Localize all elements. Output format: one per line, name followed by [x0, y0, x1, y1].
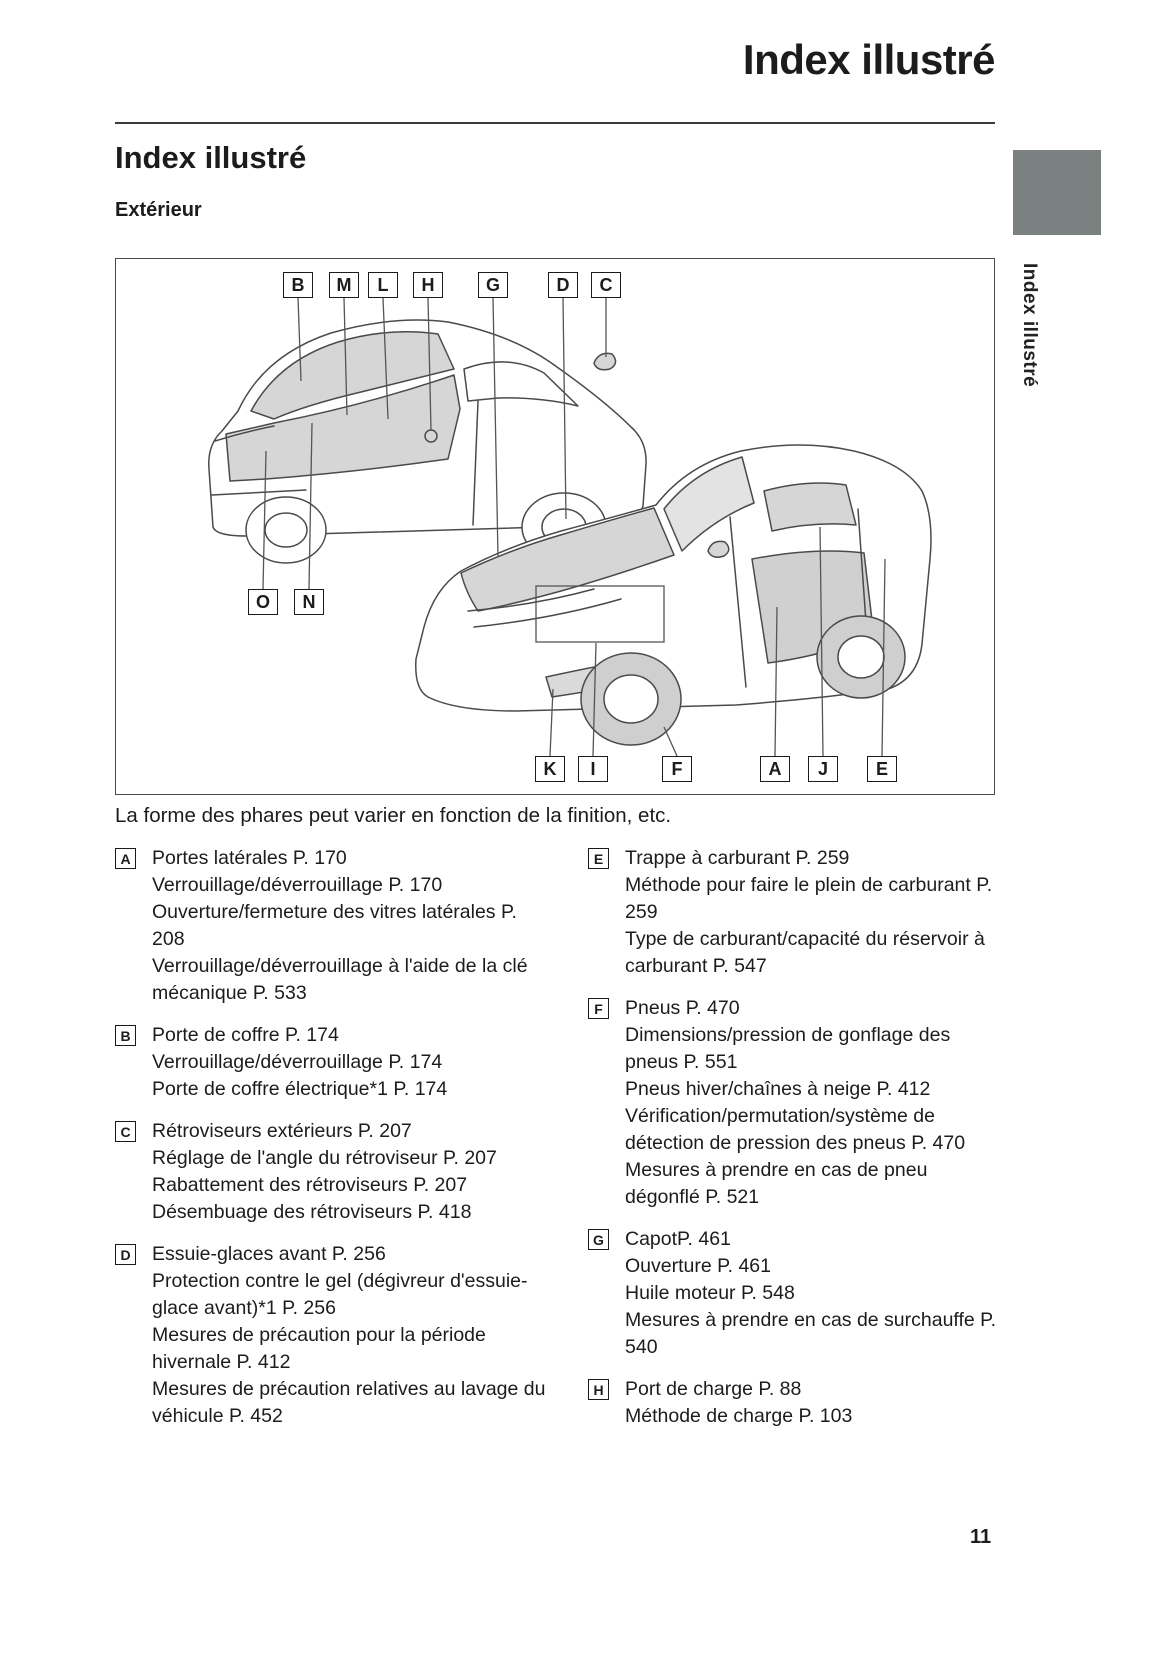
callout-label-e: E — [867, 756, 897, 782]
subsection-title: Extérieur — [115, 199, 202, 221]
letter-badge: H — [588, 1379, 609, 1400]
callout-label-g: G — [478, 272, 508, 298]
header-rule — [115, 122, 995, 124]
index-item: Vérification/permutation/système de déte… — [625, 1105, 966, 1154]
callout-label-f: F — [662, 756, 692, 782]
callout-label-d: D — [548, 272, 578, 298]
index-item: Porte de coffre électrique*1 P. 174 — [152, 1078, 448, 1100]
index-item: Méthode de charge P. 103 — [625, 1405, 853, 1427]
letter-badge: C — [115, 1121, 136, 1142]
section-title: Index illustré — [115, 140, 307, 175]
callout-label-o: O — [248, 589, 278, 615]
callout-label-j: J — [808, 756, 838, 782]
index-item: Verrouillage/déverrouillage à l'aide de … — [152, 955, 528, 1004]
page-header-title: Index illustré — [742, 36, 996, 83]
letter-badge: E — [588, 848, 609, 869]
callout-label-b: B — [283, 272, 313, 298]
index-item: Dimensions/pression de gonflage des pneu… — [625, 1024, 951, 1073]
diagram-caption: La forme des phares peut varier en fonct… — [115, 804, 672, 827]
index-item: Rabattement des rétroviseurs P. 207 — [152, 1174, 468, 1196]
callout-label-m: M — [329, 272, 359, 298]
callout-label-k: K — [535, 756, 565, 782]
callout-label-n: N — [294, 589, 324, 615]
index-item: Trappe à carburant P. 259 — [625, 847, 850, 869]
car-illustration — [208, 297, 932, 757]
index-item: Mesures à prendre en cas de surchauffe P… — [625, 1309, 997, 1358]
chapter-tab-label: Index illustré — [1019, 263, 1040, 388]
exterior-diagram-frame: B M L H G D C O N K I F A J E — [115, 258, 995, 795]
letter-badge: G — [588, 1229, 609, 1250]
index-item: Portes latérales P. 170 — [152, 847, 347, 869]
callout-label-i: I — [578, 756, 608, 782]
letter-badge: B — [115, 1025, 136, 1046]
index-item: Huile moteur P. 548 — [625, 1282, 795, 1304]
letter-badge: F — [588, 998, 609, 1019]
letter-badge: A — [115, 848, 136, 869]
index-entry-h: H Port de charge P. 88 Méthode de charge P… — [588, 1376, 998, 1430]
index-item: Pneus P. 470 — [625, 997, 740, 1019]
letter-badge: D — [115, 1244, 136, 1265]
index-item: Réglage de l'angle du rétroviseur P. 207 — [152, 1147, 497, 1169]
index-item: Type de carburant/capacité du réservoir … — [625, 928, 985, 977]
callout-label-c: C — [591, 272, 621, 298]
index-item: Porte de coffre P. 174 — [152, 1024, 339, 1046]
index-item: Rétroviseurs extérieurs P. 207 — [152, 1120, 412, 1142]
callout-label-h: H — [413, 272, 443, 298]
index-item: Verrouillage/déverrouillage P. 174 — [152, 1051, 443, 1073]
index-item: Mesures de précaution pour la période hi… — [152, 1324, 486, 1373]
index-item: Port de charge P. 88 — [625, 1378, 802, 1400]
index-item: Essuie-glaces avant P. 256 — [152, 1243, 386, 1265]
entry-items: Port de charge P. 88 Méthode de charge P.… — [625, 1376, 998, 1430]
chapter-tab-marker — [1013, 150, 1101, 235]
callout-label-a: A — [760, 756, 790, 782]
index-item: Méthode pour faire le plein de carburant… — [625, 874, 993, 923]
index-item: Ouverture/fermeture des vitres latérales… — [152, 901, 517, 950]
index-item: Désembuage des rétroviseurs P. 418 — [152, 1201, 472, 1223]
index-item: Mesures à prendre en cas de pneu dégonfl… — [625, 1159, 928, 1208]
index-item: Ouverture P. 461 — [625, 1255, 771, 1277]
page-number: 11 — [970, 1526, 992, 1548]
index-item: Pneus hiver/chaînes à neige P. 412 — [625, 1078, 931, 1100]
index-item: Protection contre le gel (dégivreur d'es… — [152, 1270, 528, 1319]
index-item: Mesures de précaution relatives au lavag… — [152, 1378, 546, 1427]
index-item: Verrouillage/déverrouillage P. 170 — [152, 874, 443, 896]
callout-label-l: L — [368, 272, 398, 298]
index-item: CapotP. 461 — [625, 1228, 731, 1250]
